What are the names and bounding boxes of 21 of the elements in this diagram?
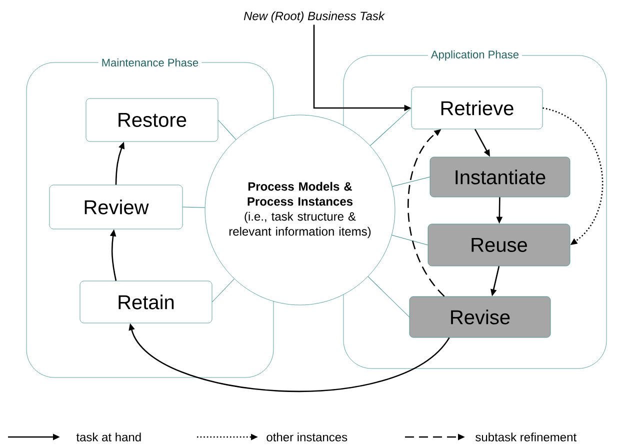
legend-text: subtask refinement (476, 432, 576, 442)
phase-heading: Application Phase (428, 47, 522, 64)
connector-line (218, 120, 236, 140)
process-box: Reuse (428, 224, 570, 266)
process-box: Retrieve (411, 86, 543, 130)
process-box: Retain (80, 280, 212, 324)
connector-line (368, 276, 410, 318)
process-box: Restore (86, 98, 218, 142)
process-box: Review (49, 184, 183, 230)
connector-line (392, 234, 428, 246)
connector-line (392, 176, 430, 187)
connector-line (370, 108, 412, 146)
connector-line (212, 278, 235, 302)
connector-line (182, 206, 206, 208)
legend-text: other instances (266, 432, 348, 442)
process-box: Revise (409, 296, 551, 338)
task-label: New (Root) Business Task (244, 11, 385, 23)
arrow (542, 107, 604, 245)
process-box: Instantiate (430, 156, 570, 198)
legend-text: task at hand (76, 432, 141, 442)
phase-heading: Maintenance Phase (98, 55, 202, 70)
